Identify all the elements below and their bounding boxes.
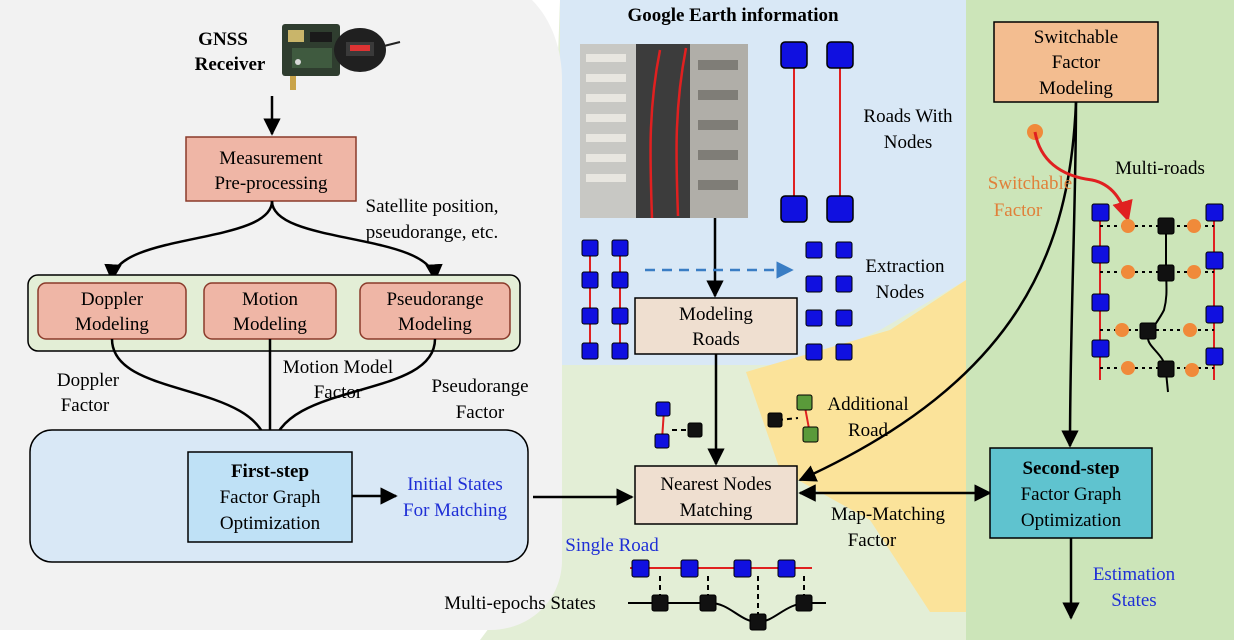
- multi-epochs-label: Multi-epochs States: [444, 593, 595, 614]
- pseudo-factor-line2: Factor: [456, 402, 505, 423]
- switchable-box-line1: Switchable: [1034, 27, 1118, 48]
- nearest-nodes-box: [634, 465, 798, 525]
- doppler-factor-line2: Factor: [61, 395, 110, 416]
- nearest-nodes-line1: Nearest Nodes: [660, 474, 771, 495]
- doppler-modeling-line1: Doppler: [81, 289, 144, 310]
- yellow-region: [746, 280, 966, 612]
- initial-states-line1: Initial States: [407, 474, 503, 495]
- pseudorange-modeling-line1: Pseudorange: [386, 289, 483, 310]
- arrow-to-doppler: [104, 200, 274, 282]
- switchable-factor-box: [993, 21, 1159, 103]
- switchable-factor-label-line1: Switchable: [988, 173, 1072, 194]
- additional-road-line2: Road: [848, 420, 889, 441]
- small-match-diagram: [654, 401, 703, 449]
- switchable-factor-label-line2: Factor: [994, 200, 1043, 221]
- roads-with-nodes-diagram: [780, 41, 854, 223]
- google-earth-photo: [580, 44, 748, 219]
- estimation-line1: Estimation: [1093, 564, 1176, 585]
- nearest-nodes-line2: Matching: [680, 500, 753, 521]
- doppler-factor-line1: Doppler: [57, 370, 120, 391]
- modeling-roads-box: [634, 297, 798, 355]
- arrow-switchable-factor: [1033, 131, 1133, 223]
- first-step-box: [187, 451, 353, 543]
- preprocess-line1: Measurement: [219, 148, 323, 169]
- additional-road-diagram: [767, 394, 819, 443]
- receiver-label: Receiver: [195, 54, 266, 75]
- motion-modeling-line2: Modeling: [233, 314, 307, 335]
- motion-modeling-line1: Motion: [242, 289, 298, 310]
- second-step-line3: Optimization: [1021, 510, 1122, 531]
- google-earth-title: Google Earth information: [627, 5, 839, 26]
- extracted-nodes-diagram: [805, 241, 853, 361]
- first-step-title: First-step: [231, 461, 309, 482]
- pseudorange-modeling-line2: Modeling: [398, 314, 472, 335]
- arrow-switchable-to-second: [1061, 101, 1079, 448]
- multi-roads-label: Multi-roads: [1115, 158, 1205, 179]
- satellite-label-line1: Satellite position,: [366, 196, 499, 217]
- second-step-title: Second-step: [1022, 458, 1119, 479]
- additional-road-line1: Additional: [827, 394, 908, 415]
- preprocess-line2: Pre-processing: [215, 173, 328, 194]
- single-road-label: Single Road: [565, 535, 659, 556]
- map-matching-line1: Map-Matching: [831, 504, 945, 525]
- map-matching-line2: Factor: [848, 530, 897, 551]
- initial-states-line2: For Matching: [403, 500, 507, 521]
- second-step-line2: Factor Graph: [1021, 484, 1122, 505]
- roads-with-nodes-line2: Nodes: [884, 132, 933, 153]
- raw-nodes-diagram: [581, 239, 629, 360]
- multi-roads-diagram: [1091, 203, 1224, 393]
- gnss-label: GNSS: [198, 29, 248, 50]
- satellite-label-line2: pseudorange, etc.: [366, 222, 498, 243]
- arrow-switchable-to-nearest: [798, 101, 1078, 482]
- arrow-to-pseudorange: [270, 200, 443, 282]
- doppler-modeling-line2: Modeling: [75, 314, 149, 335]
- modeling-roads-line1: Modeling: [679, 304, 753, 325]
- switchable-box-line2: Factor: [1052, 52, 1101, 73]
- preprocess-box: [185, 136, 357, 202]
- roads-with-nodes-line1: Roads With: [863, 106, 953, 127]
- second-step-box: [989, 447, 1153, 539]
- extraction-nodes-line1: Extraction: [865, 256, 945, 277]
- switchable-box-line3: Modeling: [1039, 78, 1113, 99]
- arrow-doppler-factor: [110, 338, 276, 452]
- single-road-diagram: [628, 559, 826, 631]
- first-step-line3: Optimization: [220, 513, 321, 534]
- gnss-receiver-image: [282, 24, 401, 90]
- estimation-line2: States: [1111, 590, 1156, 611]
- modeling-roads-line2: Roads: [692, 329, 740, 350]
- pseudo-factor-line1: Pseudorange: [431, 376, 528, 397]
- arrow-pseudorange-factor: [265, 338, 437, 452]
- first-step-line2: Factor Graph: [220, 487, 321, 508]
- motion-factor-line2: Factor: [314, 382, 363, 403]
- motion-factor-line1: Motion Model: [283, 357, 393, 378]
- extraction-nodes-line2: Nodes: [876, 282, 925, 303]
